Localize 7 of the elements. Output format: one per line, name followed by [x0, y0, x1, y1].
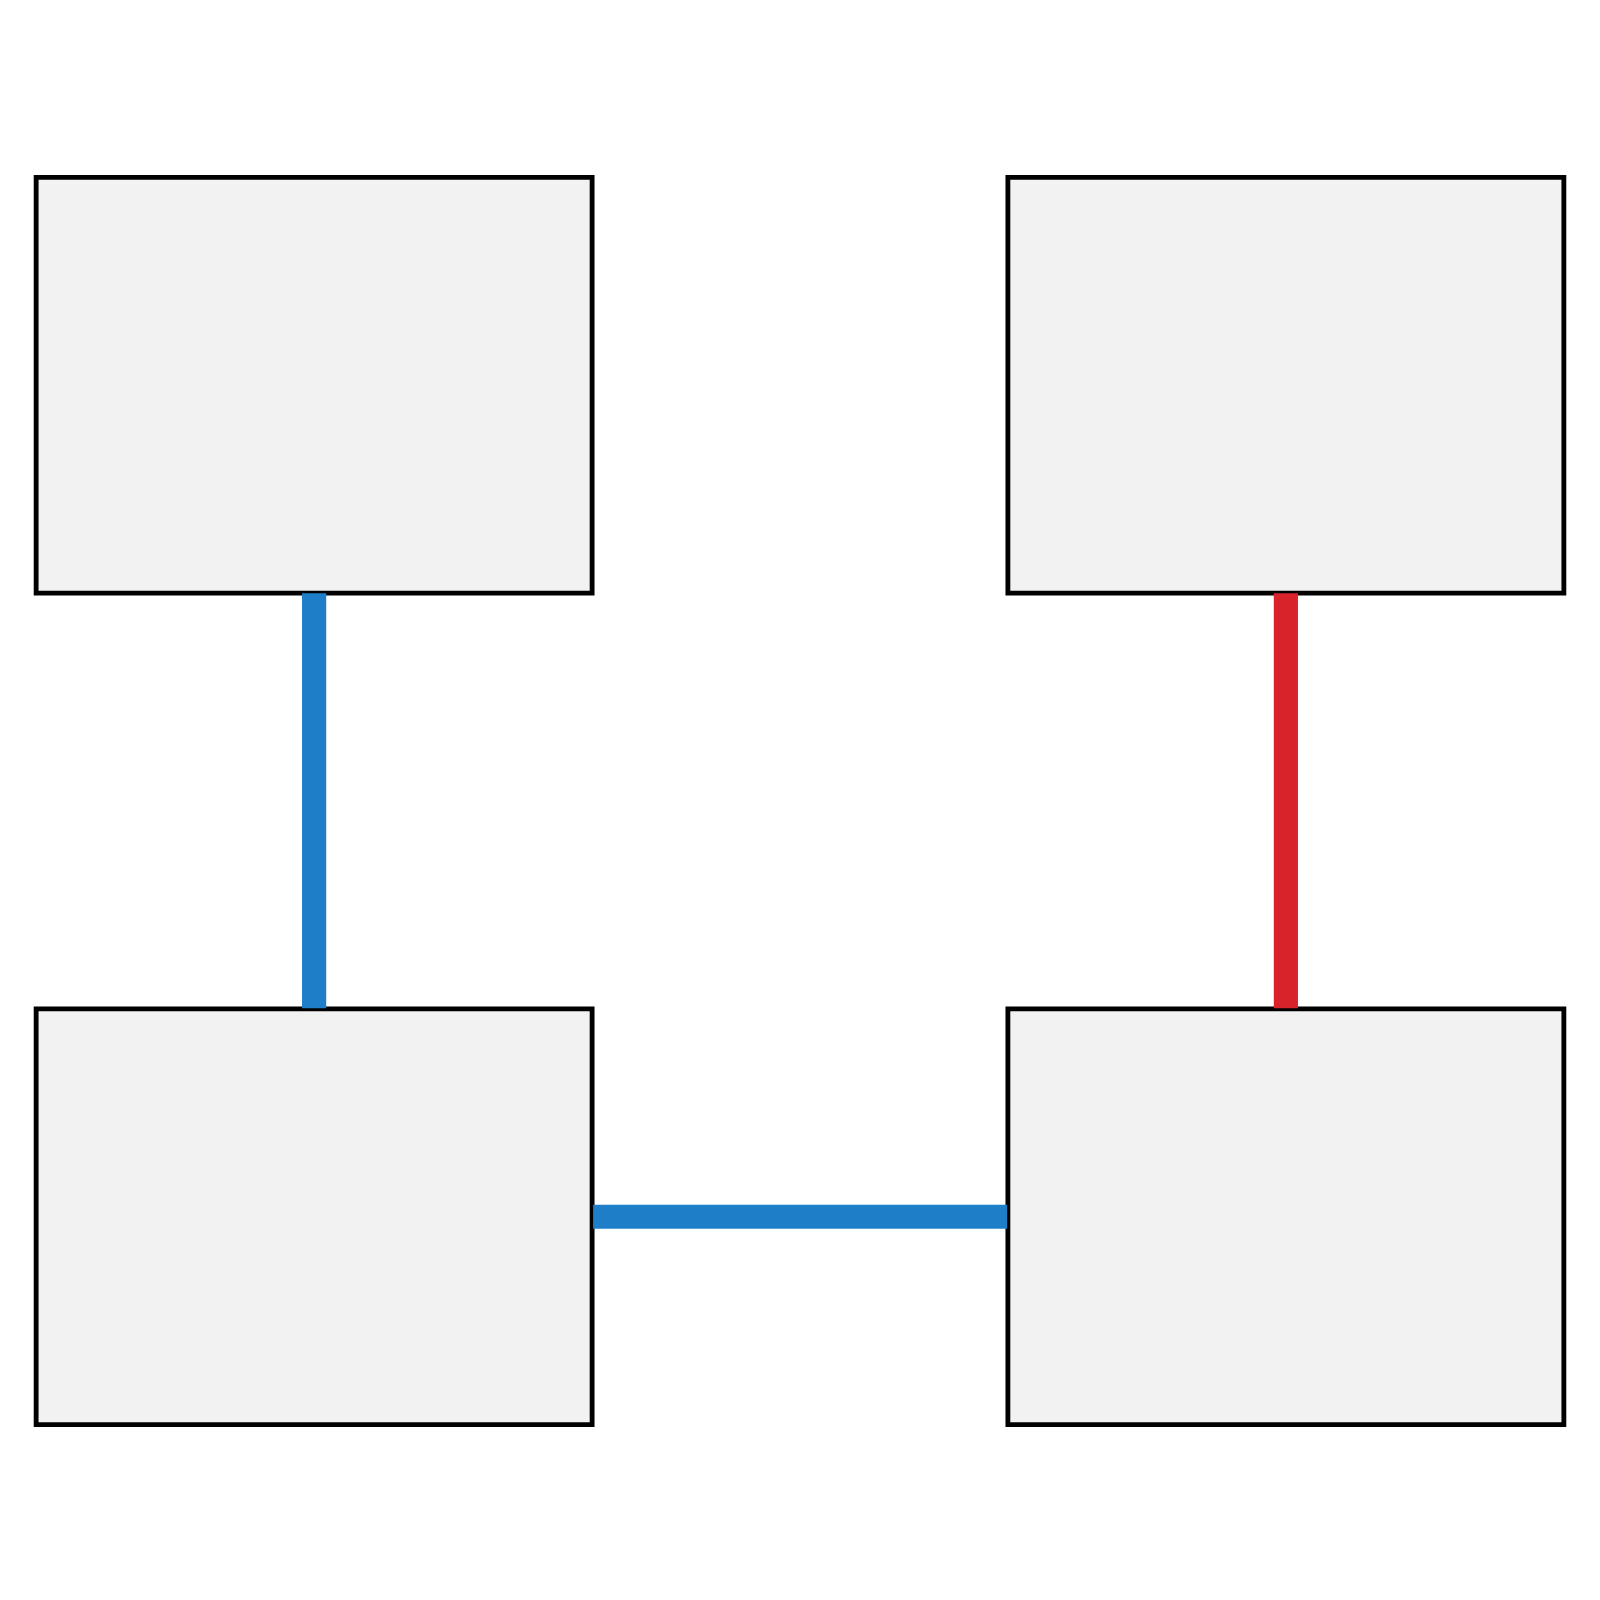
connector	[593, 1203, 1008, 1228]
connector	[1273, 592, 1298, 1008]
connector	[302, 592, 327, 1008]
node-box	[33, 173, 595, 595]
node-box	[33, 1005, 595, 1427]
node-box	[1005, 1005, 1567, 1427]
node-box	[1005, 173, 1567, 595]
